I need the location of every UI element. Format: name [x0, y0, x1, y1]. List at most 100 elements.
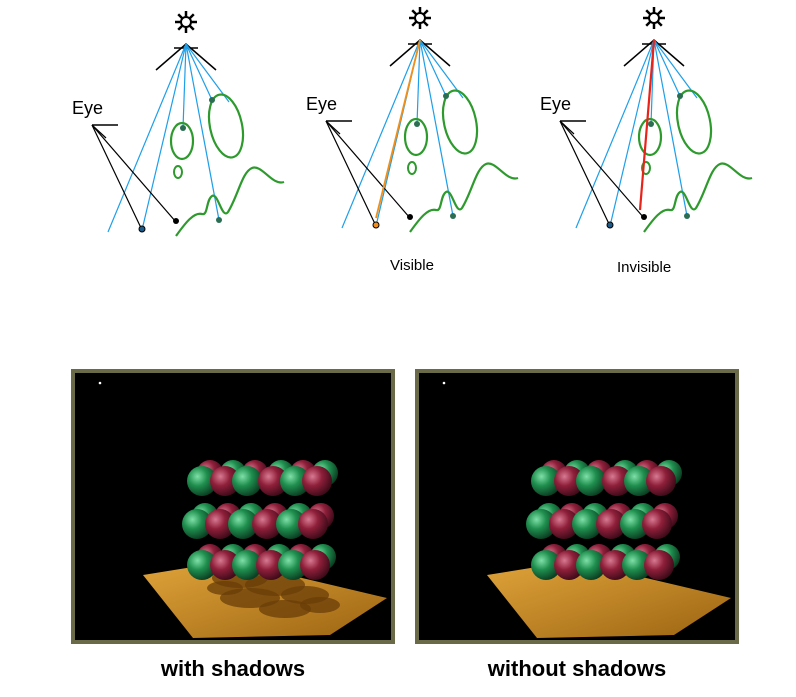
large-ellipse-object	[207, 93, 245, 159]
large-ellipse-object	[675, 89, 713, 155]
ground-surface	[409, 162, 519, 233]
sphere	[576, 550, 606, 580]
eye-label: Eye	[540, 94, 571, 114]
object-point	[414, 121, 420, 127]
light-ray	[419, 39, 454, 217]
sphere	[576, 466, 606, 496]
eye-ray	[91, 124, 143, 231]
sphere	[182, 509, 212, 539]
eye-ray	[91, 124, 107, 139]
sphere	[258, 466, 288, 496]
render-without-shadows	[415, 369, 739, 644]
sun-ray	[188, 24, 195, 31]
sphere	[646, 466, 676, 496]
eye-ray	[559, 120, 645, 219]
sun-ray	[422, 20, 429, 27]
light-ray	[419, 39, 447, 97]
sphere	[187, 550, 217, 580]
eye-ray	[325, 120, 377, 227]
eye-label: Eye	[72, 98, 103, 118]
ellipse-object	[637, 117, 663, 157]
sphere	[596, 509, 626, 539]
sphere-shadow	[300, 597, 340, 613]
shadow-ray-blocked	[638, 39, 656, 211]
diagram-camera-rays: Eye	[72, 11, 285, 237]
light-ray	[185, 43, 220, 221]
sphere	[302, 466, 332, 496]
sphere	[278, 550, 308, 580]
sun-icon	[643, 7, 665, 29]
light-ray	[653, 39, 688, 217]
sphere	[280, 466, 310, 496]
sphere	[205, 509, 235, 539]
hit-point	[372, 221, 380, 229]
sphere	[300, 550, 330, 580]
eye-ray	[325, 120, 341, 135]
sphere	[572, 509, 602, 539]
sun-ray	[411, 9, 418, 16]
sphere	[256, 550, 286, 580]
hit-point	[606, 221, 614, 229]
light-source	[442, 381, 446, 385]
render-with-shadows	[71, 369, 395, 644]
diagram-invisible: Eye	[540, 7, 753, 233]
sphere	[620, 509, 650, 539]
sphere	[232, 550, 262, 580]
sphere	[554, 550, 584, 580]
sphere	[298, 509, 328, 539]
hit-point	[173, 218, 179, 224]
sphere	[228, 509, 258, 539]
light-ray	[185, 43, 213, 101]
light-ray	[141, 43, 187, 231]
light-ray	[341, 39, 421, 229]
object-point	[677, 93, 683, 99]
light-ray	[419, 39, 464, 99]
object-point	[684, 213, 690, 219]
sphere-shadow	[207, 581, 243, 595]
light-ray	[653, 39, 681, 97]
small-ellipse-object	[173, 165, 183, 179]
sphere	[602, 466, 632, 496]
object-point	[180, 125, 186, 131]
sphere	[210, 466, 240, 496]
shadow-ray-visible	[375, 39, 421, 219]
sphere	[531, 550, 561, 580]
light-ray	[609, 39, 655, 227]
sun-ray	[188, 13, 195, 20]
diagram-visible: Eye	[306, 7, 519, 233]
floor-plane	[487, 561, 731, 638]
eye-label: Eye	[306, 94, 337, 114]
object-point	[443, 93, 449, 99]
sphere	[642, 509, 672, 539]
eye-ray	[559, 120, 575, 135]
sphere	[252, 509, 282, 539]
light-ray	[182, 43, 187, 129]
sphere	[600, 550, 630, 580]
large-ellipse-object	[441, 89, 479, 155]
light-ray	[185, 43, 230, 103]
sphere	[554, 466, 584, 496]
sphere-shadow	[259, 600, 311, 618]
sun-icon	[409, 7, 431, 29]
caption-with-shadows: with shadows	[160, 656, 306, 681]
object-point	[648, 121, 654, 127]
shadow-ray-diagrams: Eye Eye Eye	[72, 7, 753, 237]
sphere	[531, 466, 561, 496]
sun-ray	[411, 20, 418, 27]
sphere	[276, 509, 306, 539]
sphere	[232, 466, 262, 496]
sphere	[622, 550, 652, 580]
small-ellipse-object	[407, 161, 417, 175]
sphere	[644, 550, 674, 580]
sphere	[526, 509, 556, 539]
caption-invisible: Invisible	[617, 259, 672, 276]
ellipse-object	[403, 117, 429, 157]
sphere	[210, 550, 240, 580]
light-source	[98, 381, 102, 385]
eye-ray	[91, 124, 177, 223]
light-ray	[653, 39, 698, 99]
ellipse-object	[169, 121, 195, 161]
object-point	[209, 97, 215, 103]
caption-without-shadows: without shadows	[487, 656, 667, 681]
object-point	[450, 213, 456, 219]
